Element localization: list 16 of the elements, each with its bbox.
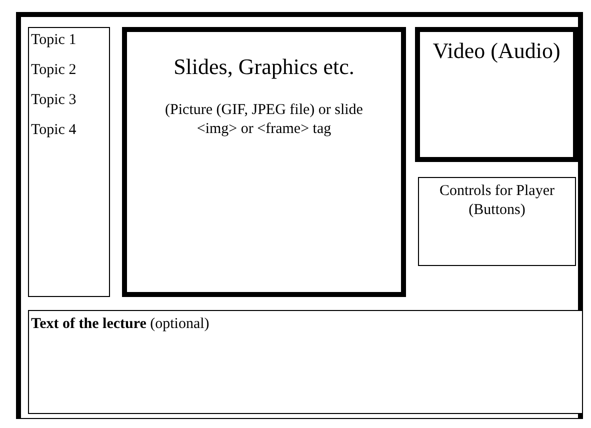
topic-label: Topic 3	[31, 91, 76, 109]
page-frame	[16, 12, 583, 419]
topic-label: Topic 2	[31, 61, 76, 79]
panel-text: <img> or <frame> tag	[196, 120, 332, 140]
layout-panel	[122, 27, 406, 297]
panel-text: (Picture (GIF, JPEG file) or slide	[165, 101, 363, 120]
panel-text: Text of the lecture (optional)	[31, 315, 210, 334]
panel-heading: Slides, Graphics etc.	[174, 54, 354, 80]
panel-text: Controls for Player (Buttons)	[438, 182, 556, 220]
topic-label: Topic 4	[31, 121, 76, 139]
layout-panel	[418, 177, 576, 266]
layout-panel	[28, 27, 110, 297]
layout-panel	[415, 27, 578, 162]
topic-label: Topic 1	[31, 31, 76, 49]
panel-heading: Video (Audio)	[432, 38, 560, 64]
layout-panel	[28, 310, 583, 414]
